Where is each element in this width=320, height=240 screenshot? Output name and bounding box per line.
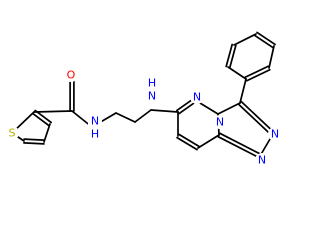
- bridge-n-label: N: [216, 116, 224, 129]
- double-bond-ph3-ph4-b: [254, 34, 274, 49]
- atom-oxygen: O: [64, 68, 78, 82]
- double-bond-c3t-nt1-b: [240, 100, 276, 134]
- atom-labels: O N H N H S N N N N: [5, 68, 282, 167]
- atom-triazole-n1: N: [268, 127, 282, 141]
- atom-triazole-n2: N: [255, 153, 269, 167]
- double-bond-c3t-nt1-a: [237, 103, 273, 137]
- bond-c3t-ph1: [239, 78, 247, 104]
- bond-ch2a-ch2b: [115, 112, 136, 123]
- double-bond-c8-c7-b: [176, 136, 198, 151]
- double-bond-nt2-c8a-b: [217, 135, 260, 159]
- double-bond-c1-c2-b: [23, 138, 45, 141]
- amide-n-label: N: [91, 115, 99, 128]
- atom-pyridazine-n: N: [190, 90, 204, 104]
- sulfur-label: S: [9, 127, 16, 140]
- bonds: [11, 31, 276, 159]
- double-bond-ph3-ph4-a: [256, 31, 276, 46]
- double-bond-ph5-ph6-b: [228, 44, 237, 69]
- bond-nh2-c6: [150, 109, 179, 113]
- amine-h-label: H: [148, 77, 156, 90]
- bond-c8a-c8: [197, 134, 220, 149]
- bond-c4-carb: [33, 110, 73, 113]
- double-bond-nt2-c8a-a: [219, 132, 262, 156]
- bond-ph2-ph3: [268, 45, 275, 69]
- atom-amine-nh: N H: [145, 76, 159, 103]
- triazole-n2-label: N: [258, 154, 266, 167]
- atom-bridge-n: N: [213, 115, 227, 129]
- double-bond-ph5-ph6-a: [225, 43, 234, 68]
- atom-thiophene-s: S: [5, 126, 19, 140]
- amide-h-label: H: [91, 128, 99, 141]
- triazole-n1-label: N: [271, 128, 279, 141]
- oxygen-label: O: [67, 69, 76, 82]
- amine-n-label: N: [148, 90, 156, 103]
- double-bond-ph1-ph2-b: [244, 65, 270, 79]
- double-bond-ph1-ph2-a: [245, 68, 271, 82]
- atom-amide-nh: N H: [88, 114, 102, 141]
- molecule-structure: O N H N H S N N N N: [5, 31, 282, 167]
- bond-br-c3t: [217, 102, 241, 115]
- pyridazine-n-label: N: [193, 91, 201, 104]
- bond-c2-c3: [43, 123, 51, 143]
- bond-ch2b-nh2: [134, 109, 152, 123]
- double-bond-c1-c2-a: [23, 142, 45, 145]
- double-bond-c6-npy-a: [178, 100, 197, 115]
- double-bond-c3-c4-b: [32, 112, 50, 127]
- bond-ph6-ph1: [227, 66, 247, 80]
- bond-ph4-ph5: [233, 33, 257, 46]
- double-bond-c8-c7-a: [178, 133, 200, 148]
